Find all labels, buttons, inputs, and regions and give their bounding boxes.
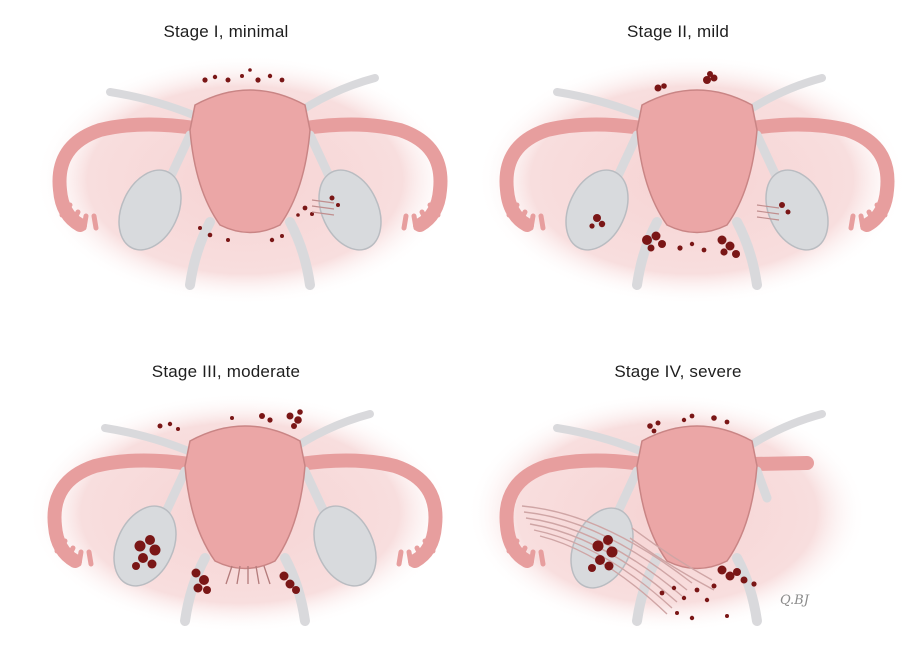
stage-3-illustration (0, 328, 452, 656)
artist-signature: Q.BJ (780, 593, 809, 608)
panel-stage-1: Stage I, minimal (0, 0, 452, 328)
stage-2-illustration (452, 0, 904, 328)
panel-stage-3: Stage III, moderate (0, 328, 452, 656)
panel-stage-2: Stage II, mild (452, 0, 904, 328)
stage-1-illustration (0, 0, 452, 328)
panel-stage-4: Stage IV, severe (452, 328, 904, 656)
stage-4-illustration (452, 328, 904, 656)
fallopian-tube-right (752, 463, 807, 464)
